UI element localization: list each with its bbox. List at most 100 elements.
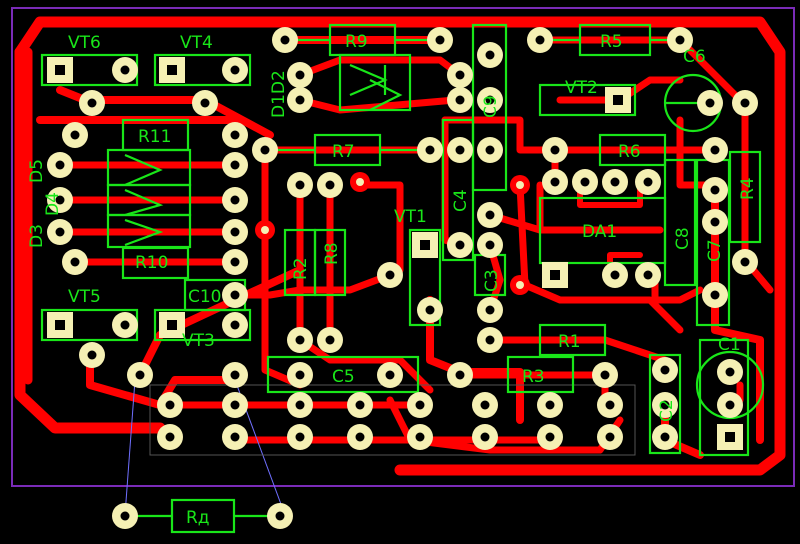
label-c7: C7 <box>705 239 725 262</box>
via-hole <box>516 181 524 189</box>
label-vt6: VT6 <box>68 33 101 53</box>
pad-hole <box>55 65 65 75</box>
pad-hole <box>550 145 560 155</box>
pad-hole <box>425 305 435 315</box>
label-c1: C1 <box>718 335 741 355</box>
pad-hole <box>200 98 210 108</box>
pad-hole <box>550 270 560 280</box>
pad-hole <box>710 185 720 195</box>
label-vt3: VT3 <box>182 331 215 351</box>
pad-hole <box>87 98 97 108</box>
pad-hole <box>435 35 445 45</box>
label-vt1: VT1 <box>394 207 427 227</box>
pad-hole <box>167 65 177 75</box>
label-vt5: VT5 <box>68 287 101 307</box>
pad-hole <box>55 160 65 170</box>
pads <box>47 27 758 529</box>
pad-hole <box>485 145 495 155</box>
pad-hole <box>295 400 305 410</box>
pad-hole <box>660 432 670 442</box>
pad-hole <box>455 70 465 80</box>
pad-hole <box>70 130 80 140</box>
pad-hole <box>415 432 425 442</box>
pad-hole <box>600 370 610 380</box>
pad-hole <box>230 65 240 75</box>
component-labels: VT6 VT4 R9 R5 C6 D1D2 VT2 C9 R11 D5 D4 D… <box>27 32 758 528</box>
label-c10: C10 <box>188 287 222 307</box>
pad-hole <box>415 400 425 410</box>
board-outline <box>11 7 795 487</box>
pad-hole <box>455 370 465 380</box>
pad-hole <box>613 95 623 105</box>
pad-hole <box>725 432 735 442</box>
pad-hole <box>70 257 80 267</box>
label-d1d2: D1D2 <box>269 70 289 118</box>
label-r2: R2 <box>291 257 311 280</box>
pad-hole <box>610 177 620 187</box>
label-vt2: VT2 <box>565 78 598 98</box>
pad-hole <box>710 290 720 300</box>
pad-hole <box>535 35 545 45</box>
pad-hole <box>725 367 735 377</box>
pad-hole <box>167 320 177 330</box>
pad-hole <box>230 370 240 380</box>
pad-hole <box>230 130 240 140</box>
pad-hole <box>295 70 305 80</box>
pad-hole <box>230 195 240 205</box>
label-r4: R4 <box>738 177 758 200</box>
label-c2: C2 <box>657 399 677 422</box>
pad-hole <box>385 270 395 280</box>
pad-hole <box>55 195 65 205</box>
pad-hole <box>135 370 145 380</box>
pad-hole <box>485 240 495 250</box>
pad-hole <box>545 400 555 410</box>
pad-hole <box>675 35 685 45</box>
pad-hole <box>230 227 240 237</box>
via-hole <box>516 281 524 289</box>
pad-hole <box>710 217 720 227</box>
label-r3: R3 <box>522 367 545 387</box>
pad-hole <box>165 432 175 442</box>
pad-hole <box>295 180 305 190</box>
pad-hole <box>355 432 365 442</box>
label-vt4: VT4 <box>180 33 213 53</box>
label-r1: R1 <box>558 332 581 352</box>
pad-hole <box>643 177 653 187</box>
pad-hole <box>325 335 335 345</box>
pad-hole <box>325 180 335 190</box>
label-c3: C3 <box>482 269 502 292</box>
pad-hole <box>295 432 305 442</box>
pad-hole <box>480 432 490 442</box>
label-rd: Rд <box>186 508 210 528</box>
pad-hole <box>660 400 670 410</box>
label-r7: R7 <box>332 142 355 162</box>
label-c5: C5 <box>332 367 355 387</box>
pad-hole <box>485 210 495 220</box>
pad-hole <box>165 400 175 410</box>
pad-hole <box>420 240 430 250</box>
pad-hole <box>295 95 305 105</box>
label-d3: D3 <box>27 224 47 248</box>
pad-hole <box>643 270 653 280</box>
pad-hole <box>280 35 290 45</box>
pad-hole <box>275 511 285 521</box>
pad-hole <box>725 400 735 410</box>
pad-hole <box>55 320 65 330</box>
pad-hole <box>120 320 130 330</box>
pad-hole <box>605 400 615 410</box>
pad-hole <box>610 270 620 280</box>
label-d5: D5 <box>27 159 47 183</box>
label-r8: R8 <box>322 242 342 265</box>
pad-hole <box>385 370 395 380</box>
pad-hole <box>295 335 305 345</box>
pad-hole <box>260 145 270 155</box>
pad-hole <box>425 145 435 155</box>
pad-hole <box>230 160 240 170</box>
label-da1: DA1 <box>582 222 617 242</box>
pad-hole <box>87 350 97 360</box>
label-c4: C4 <box>451 189 471 212</box>
pad-hole <box>455 95 465 105</box>
label-r5: R5 <box>600 32 623 52</box>
label-r9: R9 <box>345 32 368 52</box>
label-d4: D4 <box>43 192 63 216</box>
